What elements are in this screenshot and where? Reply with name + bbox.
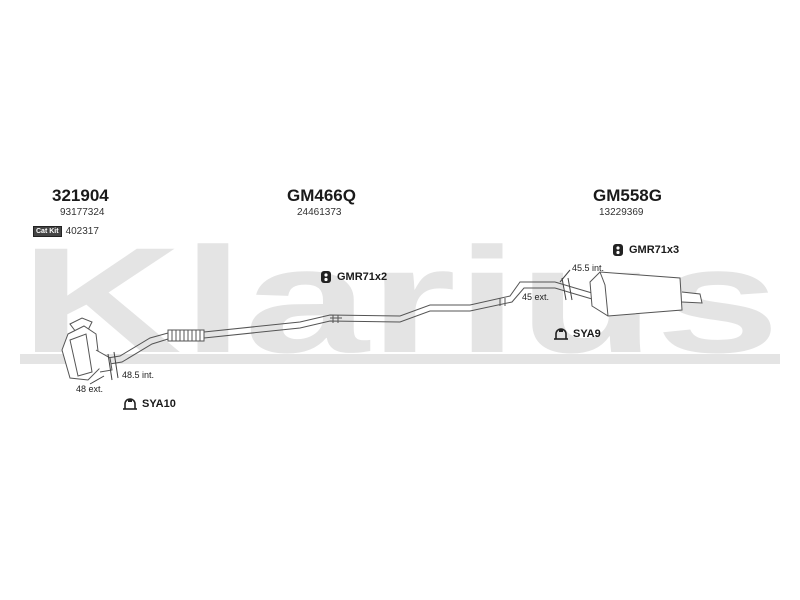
watermark-underline bbox=[20, 354, 780, 364]
fitment-rear-ext: 45 ext. bbox=[522, 292, 550, 302]
fitment-rear-int: 45.5 int. bbox=[572, 263, 605, 273]
oe-number-middle-pipe: 24461373 bbox=[297, 207, 342, 218]
front-fitment-marker bbox=[89, 351, 119, 385]
accessory-gmr71x3: GMR71x3 bbox=[611, 243, 679, 257]
exhaust-pipe bbox=[94, 281, 593, 367]
part-number-rear-silencer: GM558G bbox=[593, 186, 662, 205]
accessory-label: GMR71x3 bbox=[629, 244, 680, 256]
rear-fitment-marker bbox=[559, 269, 573, 301]
accessory-label: SYA9 bbox=[573, 328, 601, 340]
accessory-sya9: SYA9 bbox=[553, 327, 601, 341]
clamp-icon bbox=[123, 398, 137, 410]
oe-number-catalyst: 93177324 bbox=[60, 207, 105, 218]
cat-kit-number: 402317 bbox=[65, 226, 99, 237]
cat-kit-row: Cat Kit 402317 bbox=[33, 226, 99, 237]
fitment-front-ext: 48 ext. bbox=[76, 384, 104, 394]
part-number-middle-pipe: GM466Q bbox=[287, 186, 356, 205]
accessory-label: GMR71x2 bbox=[337, 271, 388, 283]
rubber-hanger-icon bbox=[321, 271, 331, 283]
rear-silencer bbox=[589, 271, 703, 317]
cat-kit-badge: Cat Kit bbox=[33, 226, 62, 237]
accessory-sya10: SYA10 bbox=[122, 397, 176, 411]
clamp-icon bbox=[554, 328, 568, 340]
accessory-gmr71x2: GMR71x2 bbox=[319, 270, 387, 284]
catalytic-converter bbox=[61, 317, 113, 381]
fitment-front-int: 48.5 int. bbox=[122, 370, 155, 380]
rubber-hanger-icon bbox=[613, 244, 623, 256]
accessory-label: SYA10 bbox=[142, 398, 176, 410]
part-number-catalyst: 321904 bbox=[52, 186, 109, 205]
oe-number-rear-silencer: 13229369 bbox=[599, 207, 644, 218]
